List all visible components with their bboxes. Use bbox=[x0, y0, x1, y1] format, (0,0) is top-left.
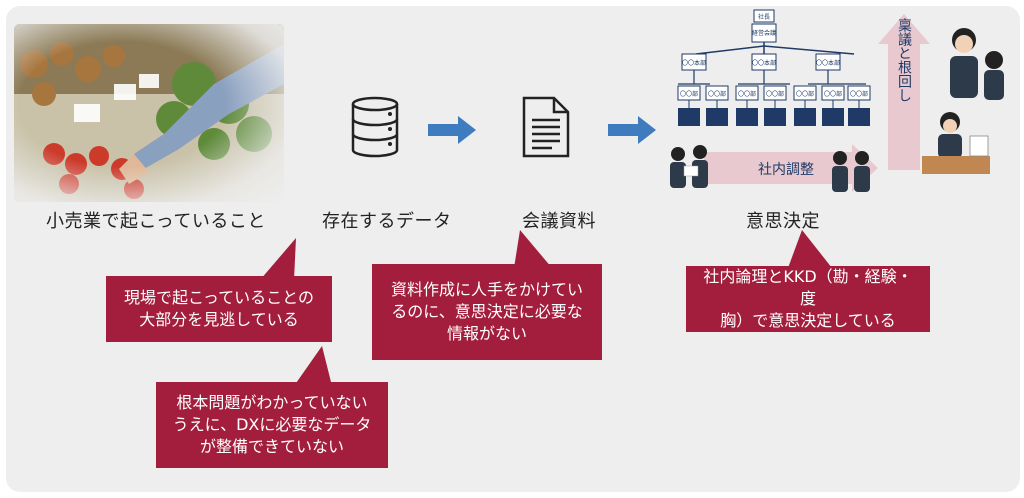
retail-photo bbox=[14, 24, 284, 202]
stage-label-decision: 意思決定 bbox=[746, 211, 820, 232]
people-right-illustration bbox=[832, 151, 870, 192]
callout-meeting: 資料作成に人手をかけてい るのに、意思決定に必要な 情報がない bbox=[372, 264, 602, 360]
stage-label-retail: 小売業で起こっていること bbox=[46, 211, 266, 232]
desk-illustration bbox=[922, 112, 990, 174]
internal-coordination-band: 社内調整 bbox=[670, 144, 878, 192]
org-chart: 社長 経営会議 〇〇本部 〇〇本部 〇〇本部 〇〇部 〇〇部 〇〇部 〇〇部 〇… bbox=[677, 9, 871, 126]
org-division-box: 〇〇部 bbox=[796, 90, 814, 98]
executives-illustration bbox=[950, 28, 1004, 100]
stage-label-meeting: 会議資料 bbox=[522, 211, 596, 232]
people-left-illustration bbox=[670, 145, 708, 188]
org-division-box: 〇〇部 bbox=[680, 90, 698, 98]
org-top-box: 社長 bbox=[758, 13, 770, 21]
org-dept-box: 〇〇本部 bbox=[752, 59, 776, 67]
document-icon bbox=[522, 96, 570, 158]
callout-root-cause: 根本問題がわかっていない うえに、DXに必要なデータ が整備できていない bbox=[156, 382, 388, 468]
internal-coordination-label: 社内調整 bbox=[758, 162, 814, 178]
callout-decision: 社内論理とKKD（勘・経験・度 胸）で意思決定している bbox=[686, 266, 930, 332]
callout-tail bbox=[788, 230, 832, 268]
org-second-box: 経営会議 bbox=[752, 29, 776, 37]
org-division-box: 〇〇部 bbox=[766, 90, 784, 98]
callout-tail bbox=[260, 238, 296, 280]
org-division-box: 〇〇部 bbox=[738, 90, 756, 98]
callout-tail bbox=[514, 230, 552, 268]
org-dept-box: 〇〇本部 bbox=[682, 59, 706, 67]
org-division-box: 〇〇部 bbox=[850, 90, 868, 98]
org-division-box: 〇〇部 bbox=[708, 90, 726, 98]
org-division-box: 〇〇部 bbox=[824, 90, 842, 98]
ringi-band: 稟議と根回し bbox=[878, 14, 1004, 174]
callout-missed: 現場で起こっていることの 大部分を見逃している bbox=[106, 276, 332, 342]
right-arrow-icon bbox=[428, 116, 476, 144]
org-dept-box: 〇〇本部 bbox=[816, 59, 840, 67]
stage-label-data: 存在するデータ bbox=[322, 211, 452, 232]
right-arrow-icon bbox=[608, 116, 656, 144]
callout-tail bbox=[294, 346, 332, 386]
database-icon bbox=[351, 96, 399, 158]
ringi-label: 稟議と根回し bbox=[896, 17, 912, 102]
